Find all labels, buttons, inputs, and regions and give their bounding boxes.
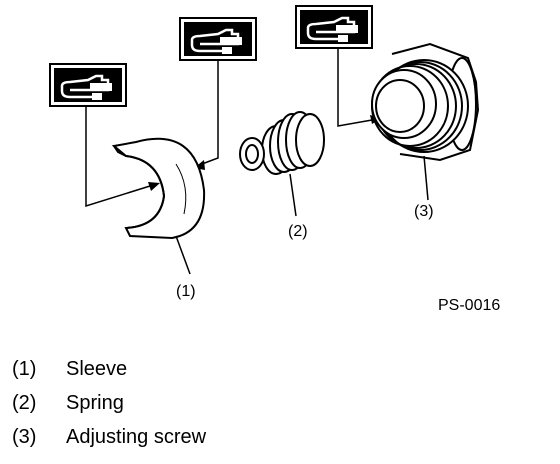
callout-spring: (2) xyxy=(288,223,308,240)
legend-number: (1) xyxy=(12,357,37,380)
grease-icon xyxy=(48,62,128,108)
grease-arrow-sleeve xyxy=(85,106,151,208)
legend-row: (1) Sleeve xyxy=(12,352,206,386)
legend-name: Spring xyxy=(66,391,124,414)
grease-arrow-sleeve-outer xyxy=(201,60,219,165)
legend-number: (2) xyxy=(12,391,37,414)
grease-arrow-screw xyxy=(337,48,373,127)
sleeve-part xyxy=(111,137,206,240)
callout-leaders xyxy=(175,155,429,275)
callout-adjusting-screw: (3) xyxy=(414,203,434,220)
spring-part xyxy=(239,111,325,175)
legend-row: (2) Spring xyxy=(12,386,206,420)
callout-sleeve: (1) xyxy=(176,283,196,300)
grease-icon xyxy=(294,4,374,50)
legend-row: (3) Adjusting screw xyxy=(12,420,206,454)
grease-icon xyxy=(178,16,258,62)
arrowhead xyxy=(148,182,160,191)
legend-name: Adjusting screw xyxy=(66,425,207,448)
figure-code: PS-0016 xyxy=(438,297,500,314)
adjusting-screw-part xyxy=(371,42,480,162)
parts-legend: (1) Sleeve (2) Spring (3) Adjusting scre… xyxy=(12,352,206,454)
legend-name: Sleeve xyxy=(66,357,128,380)
legend-number: (3) xyxy=(12,425,37,448)
